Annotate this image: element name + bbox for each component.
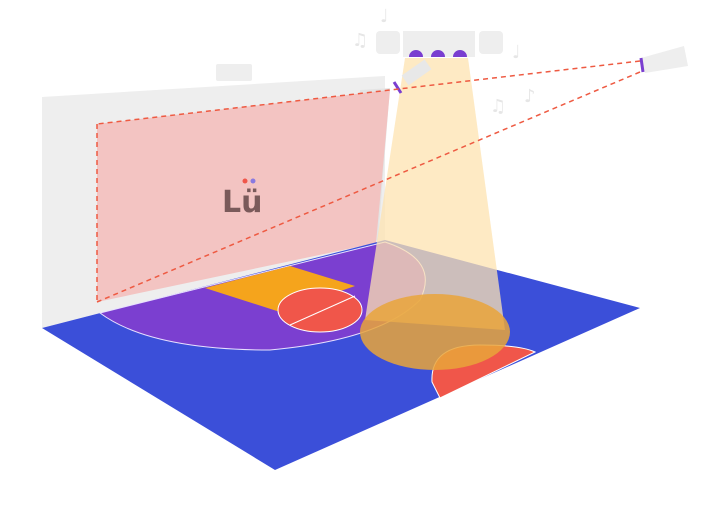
logo: Lü <box>222 185 262 220</box>
svg-text:♩: ♩ <box>512 42 521 63</box>
svg-text:♩: ♩ <box>380 6 389 27</box>
svg-text:♫: ♫ <box>490 96 506 117</box>
projector-lens-left <box>392 81 403 94</box>
music-note-icons: ♫ ♩ ♩ ♫ ♪ <box>352 6 536 117</box>
projection-ray <box>96 60 641 125</box>
speaker-right <box>479 31 503 54</box>
projector-left <box>401 59 432 86</box>
logo-dot <box>242 178 248 184</box>
court-line <box>289 295 356 326</box>
light-beam <box>365 58 505 330</box>
svg-text:♫: ♫ <box>352 30 368 51</box>
spotlight <box>360 294 510 370</box>
projection-area <box>97 90 390 302</box>
sensor-device <box>216 64 252 81</box>
logo-dot <box>250 178 256 184</box>
svg-text:♪: ♪ <box>524 86 536 107</box>
light-bulbs <box>409 50 467 57</box>
free-throw-circle <box>277 287 363 333</box>
projector-lens-right <box>639 57 645 73</box>
lane <box>205 266 355 312</box>
speaker-left <box>376 31 400 54</box>
projector-right <box>641 46 688 73</box>
